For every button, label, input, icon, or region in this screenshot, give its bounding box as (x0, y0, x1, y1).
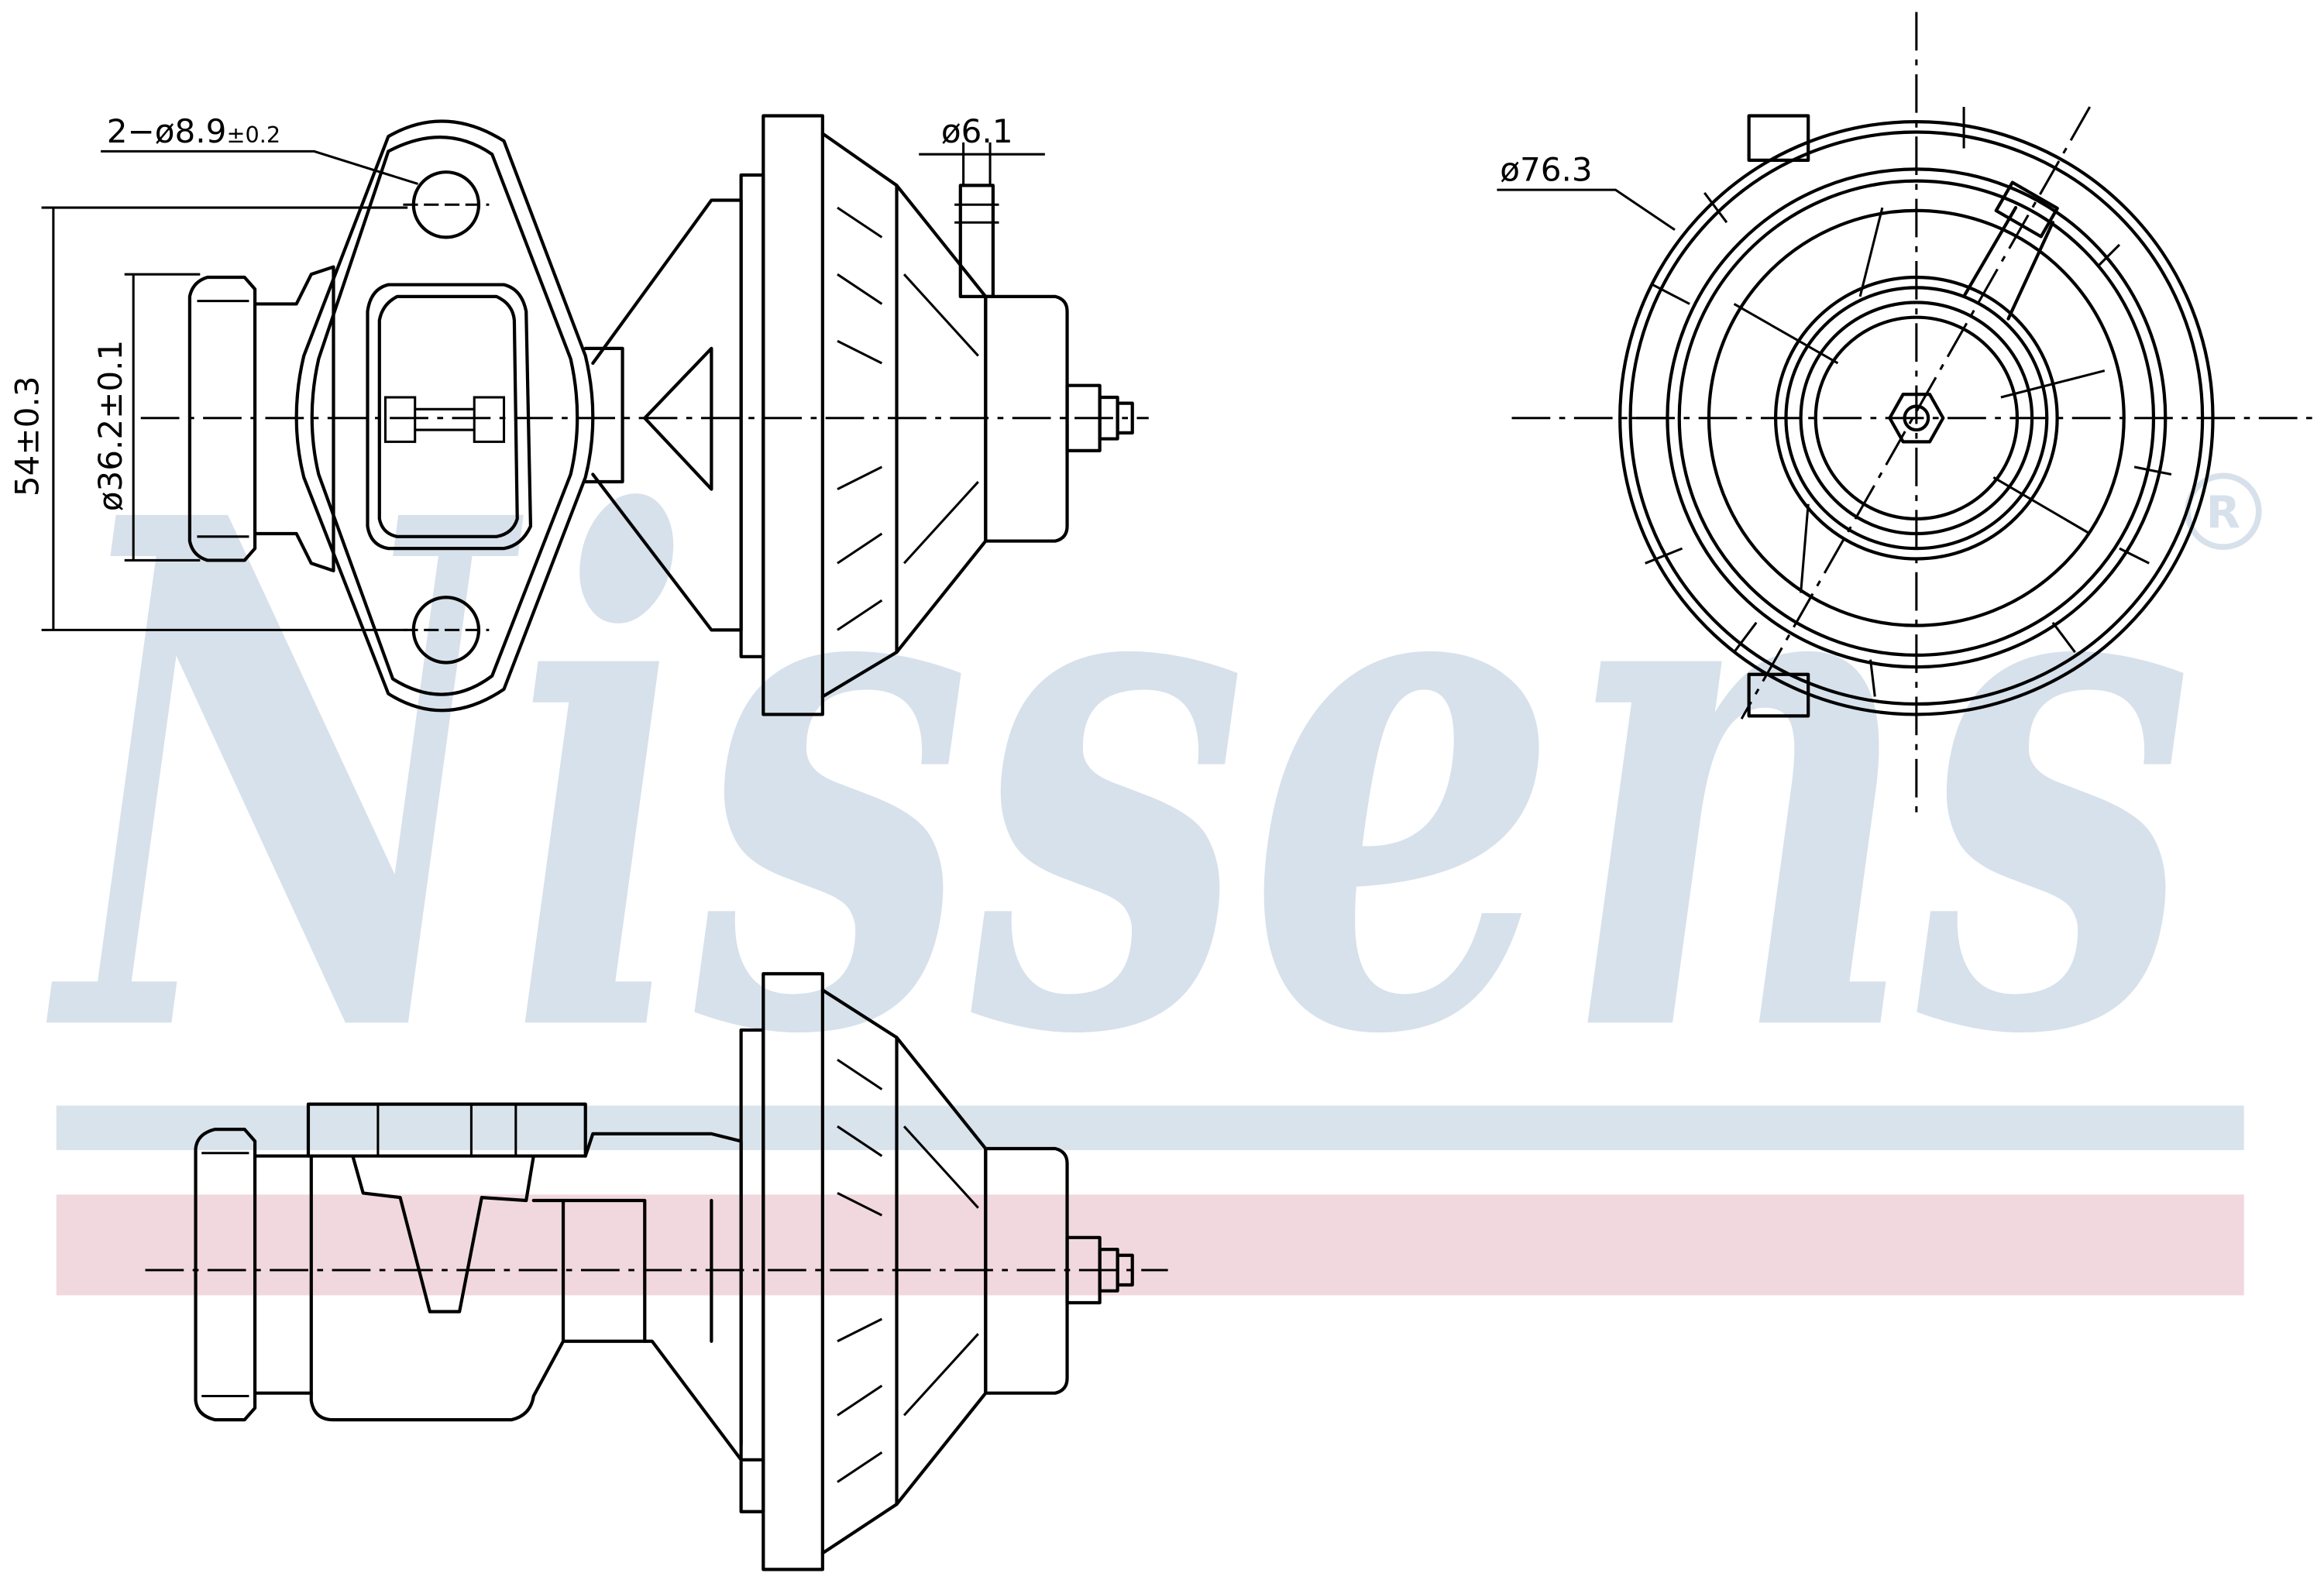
pipe-dia-label: ø6.1 (941, 112, 1013, 150)
body-dia-label: ø76.3 (1500, 151, 1592, 189)
side-view (145, 972, 1168, 1571)
front-view (140, 114, 1149, 716)
svg-text:R: R (2206, 486, 2240, 538)
blue-band (56, 1105, 2244, 1150)
bolt-hole-dim-label: 2−ø8.9±0.2 (107, 112, 280, 150)
red-band (56, 1194, 2244, 1296)
watermark-text: Nissens (44, 369, 2194, 1187)
front-dimensions: 2−ø8.9±0.2 ø6.1 54±0.3 ø36.2±0.1 (9, 112, 1045, 631)
hole-spacing-label: 54±0.3 (9, 376, 46, 496)
port-dia-label: ø36.2±0.1 (91, 340, 129, 512)
end-view: ø76.3 (1497, 12, 2320, 812)
